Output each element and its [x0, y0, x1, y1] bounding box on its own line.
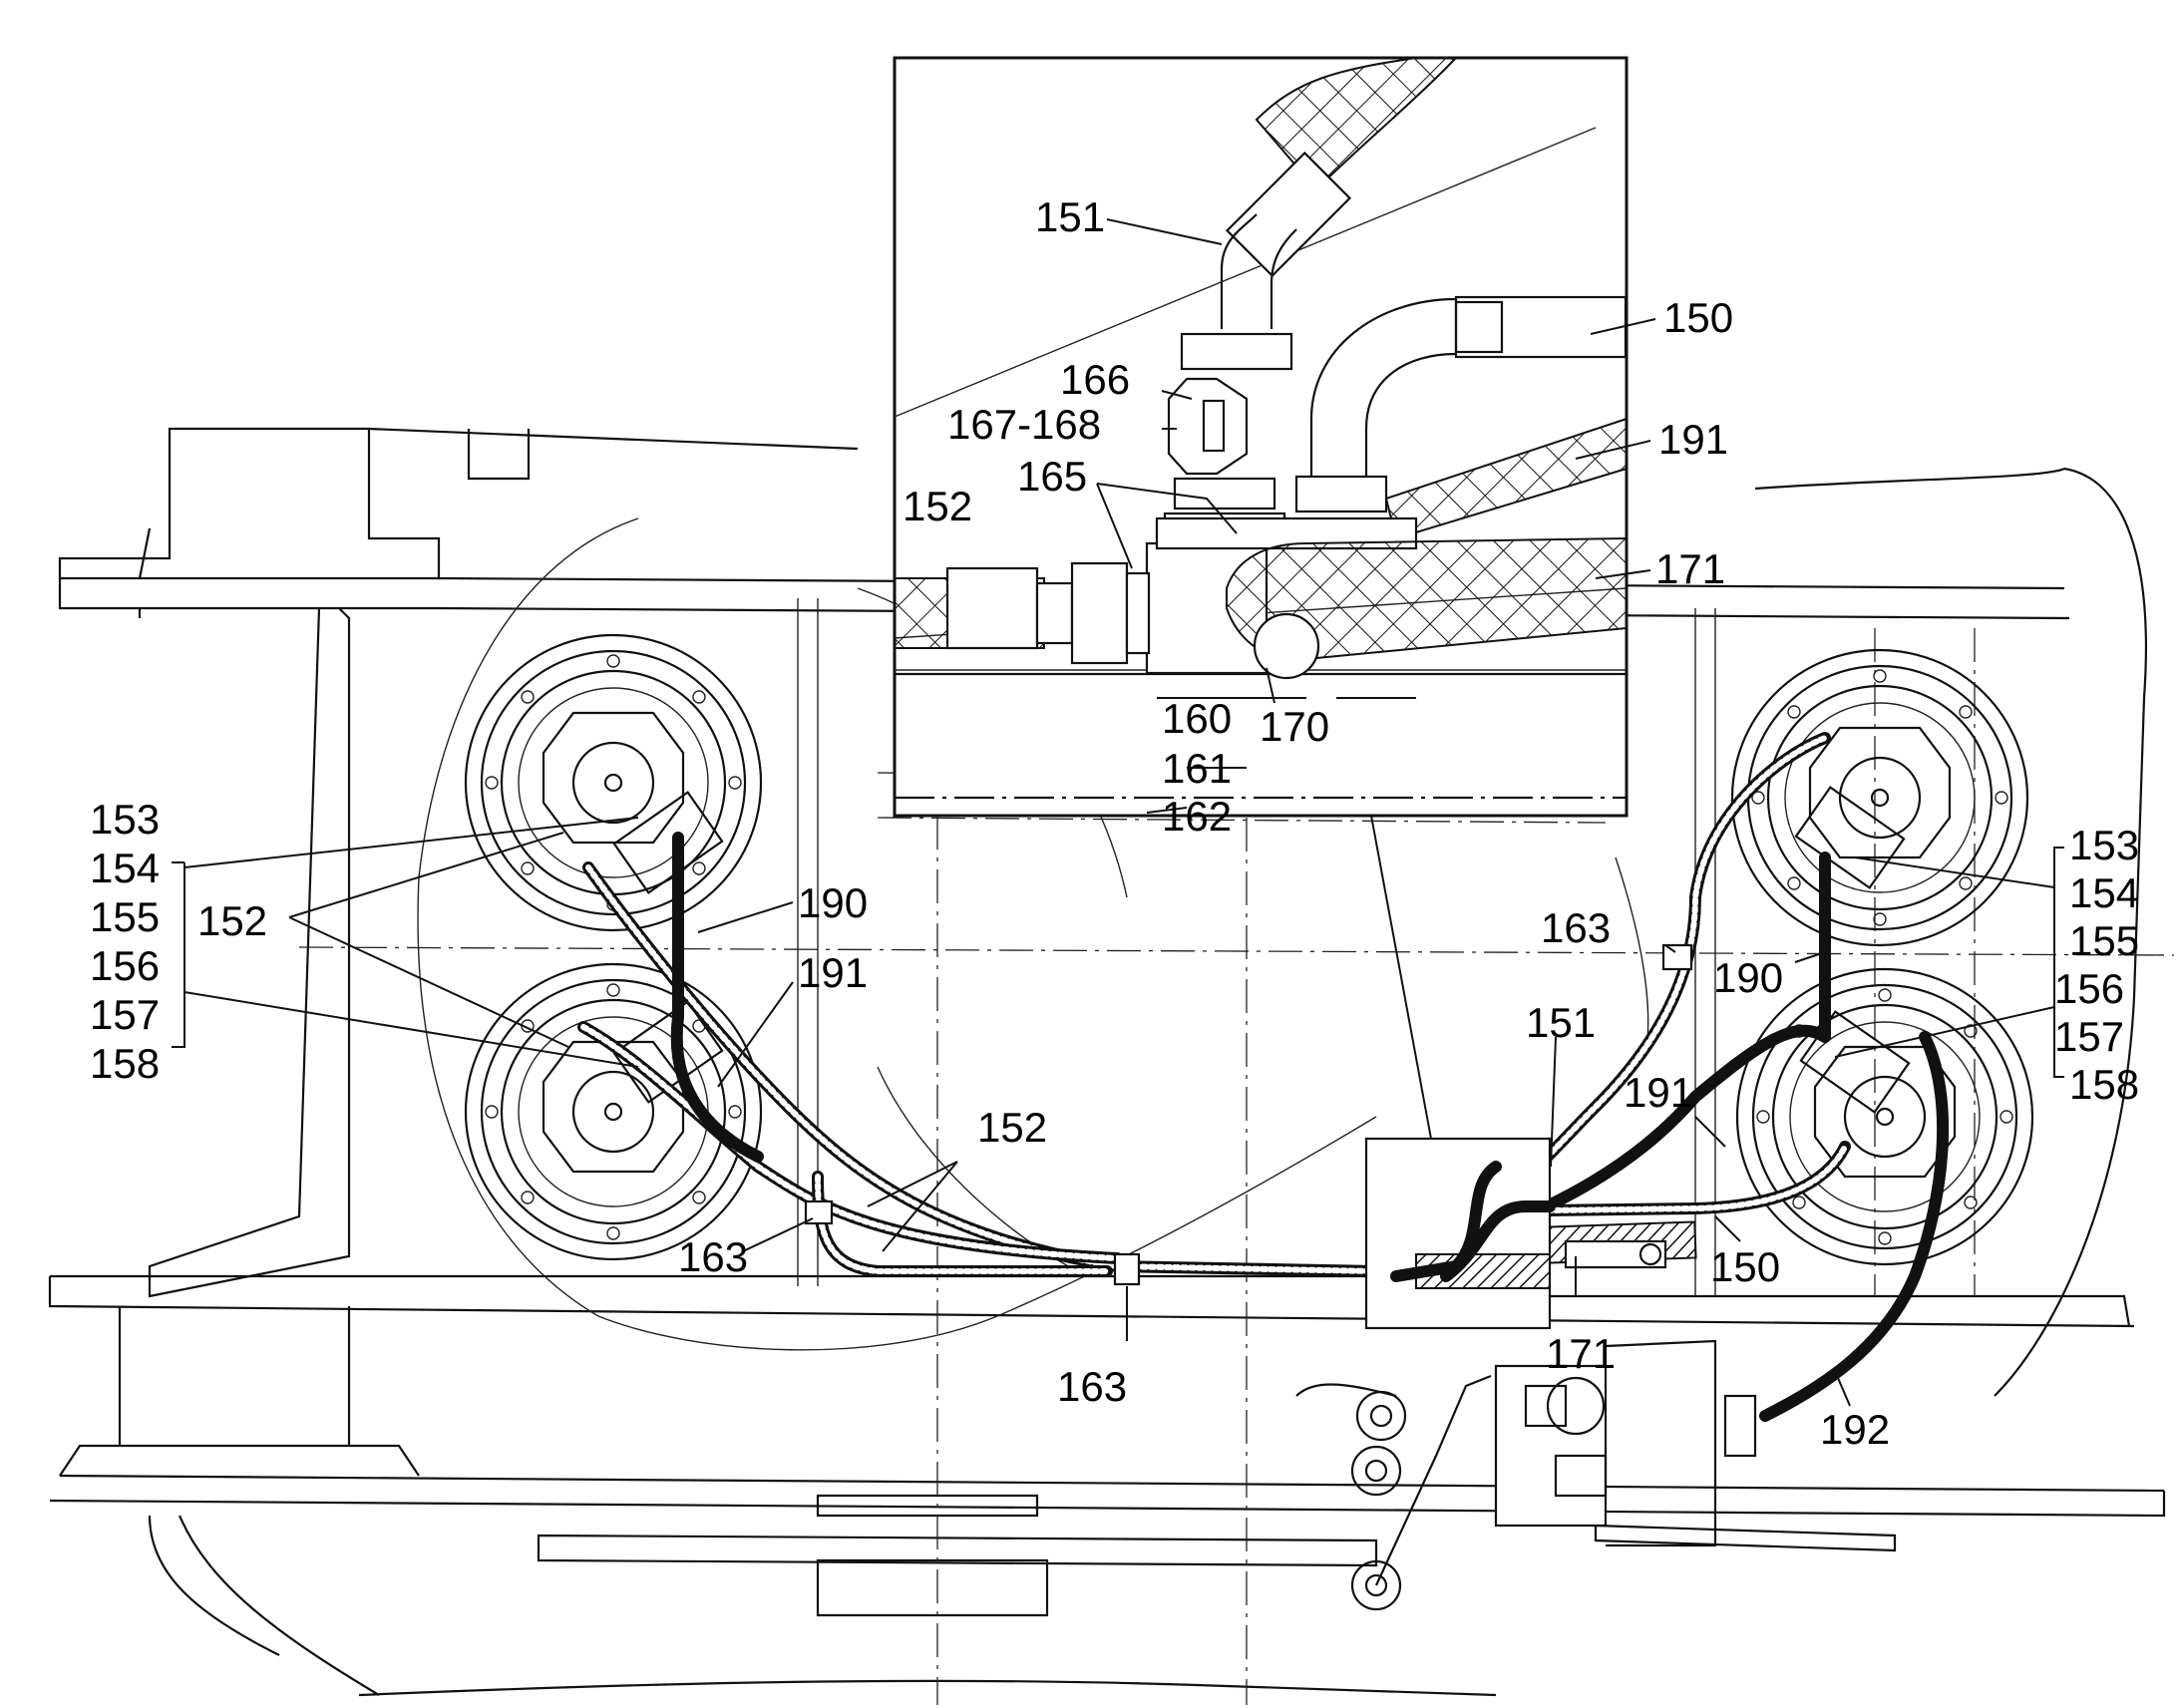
callout-165: 165 — [1017, 453, 1087, 500]
callout-158-right: 158 — [2069, 1061, 2139, 1108]
callout-156-right: 156 — [2054, 965, 2124, 1012]
lower-valve-assembly — [1295, 1339, 1757, 1611]
callout-153-right: 153 — [2069, 822, 2139, 868]
callout-151-inset: 151 — [1035, 193, 1105, 240]
callout-156-left: 156 — [90, 942, 160, 989]
distribution-block — [1364, 1137, 1667, 1330]
callout-152-mid: 152 — [977, 1104, 1047, 1151]
callout-155-left: 155 — [90, 893, 160, 940]
wheel-motor-right-bottom — [1735, 967, 2034, 1266]
callout-group-right: 153 154 155 156 157 158 — [2054, 822, 2139, 1108]
callout-166: 166 — [1060, 356, 1130, 403]
callout-155-right: 155 — [2069, 917, 2139, 964]
wheel-motor-left-top — [464, 633, 763, 932]
callout-152-left: 152 — [197, 897, 267, 944]
callout-163-mid: 163 — [1057, 1363, 1127, 1410]
leader-lines — [172, 218, 2064, 1407]
callout-162: 162 — [1162, 793, 1232, 840]
callout-163-left: 163 — [678, 1233, 748, 1280]
callout-171-main: 171 — [1546, 1330, 1616, 1377]
callout-190-left: 190 — [798, 879, 868, 926]
callout-171-inset: 171 — [1655, 545, 1725, 592]
wheel-motor-right-top — [1730, 648, 2029, 947]
callout-192: 192 — [1820, 1406, 1890, 1453]
wheel-motor-left-bottom — [464, 962, 763, 1261]
callout-154-left: 154 — [90, 845, 160, 891]
callout-150-inset: 150 — [1663, 294, 1733, 341]
callout-158-left: 158 — [90, 1040, 160, 1087]
callout-151-main: 151 — [1526, 999, 1596, 1046]
callout-157-right: 157 — [2054, 1013, 2124, 1060]
callout-150-main: 150 — [1710, 1243, 1780, 1290]
callout-157-left: 157 — [90, 991, 160, 1038]
callout-154-right: 154 — [2069, 869, 2139, 916]
callout-163-right: 163 — [1541, 904, 1611, 951]
callout-group-left: 153 154 155 156 157 158 — [90, 796, 160, 1087]
hose-clamps — [804, 943, 1693, 1286]
callout-161: 161 — [1162, 745, 1232, 792]
callout-167-168: 167-168 — [947, 401, 1101, 448]
callout-191-main: 191 — [1624, 1069, 1693, 1116]
callout-191-left: 191 — [798, 949, 868, 996]
callout-190-right: 190 — [1713, 954, 1783, 1001]
callout-153-left: 153 — [90, 796, 160, 843]
callout-170: 170 — [1260, 703, 1329, 750]
detail-inset — [893, 56, 1629, 818]
callout-191-inset: 191 — [1658, 416, 1728, 463]
callout-160: 160 — [1162, 695, 1232, 742]
callout-labels: 151 150 166 167-168 191 165 152 171 160 … — [90, 193, 2139, 1453]
callout-152-inset: 152 — [903, 483, 972, 529]
